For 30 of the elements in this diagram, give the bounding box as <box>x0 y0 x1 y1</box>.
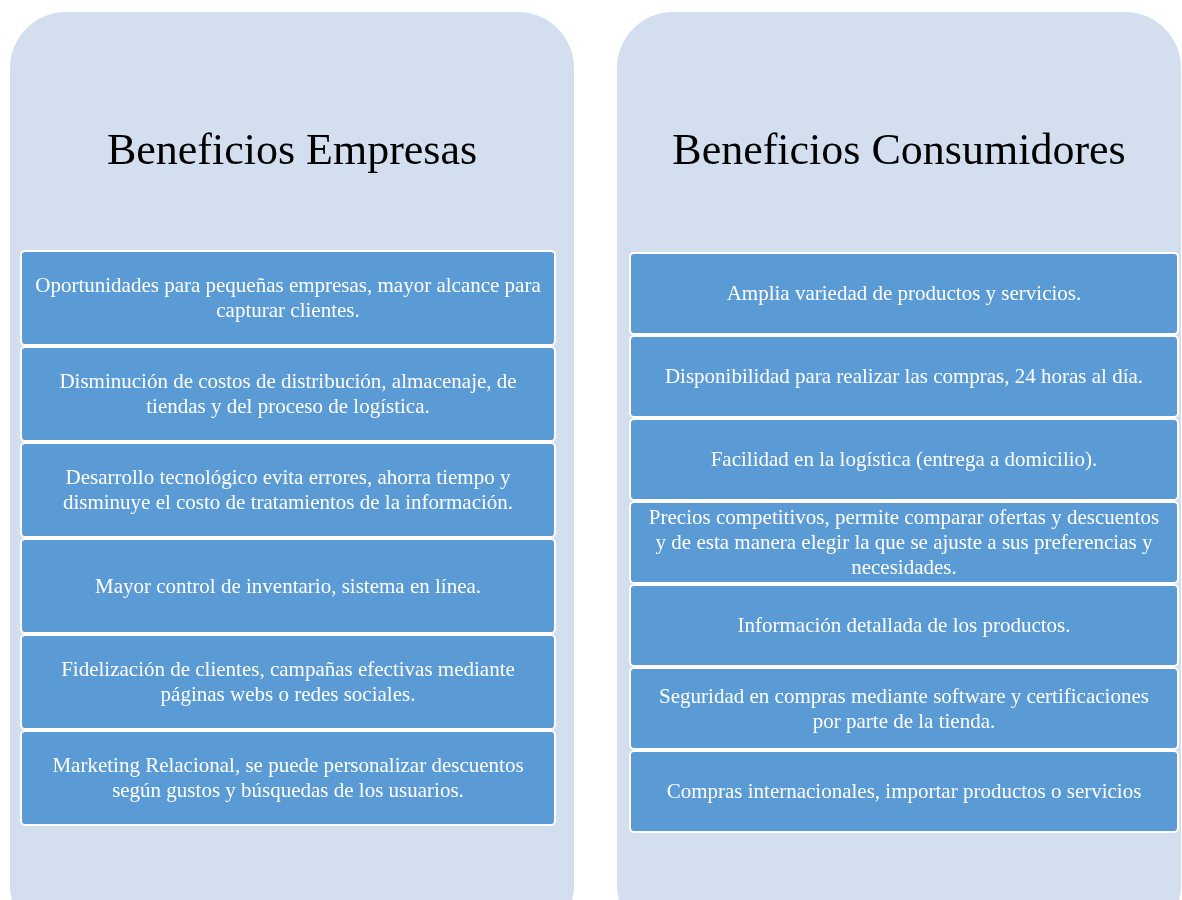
panel-heading: Beneficios Empresas <box>105 124 479 176</box>
benefit-box <box>629 667 1179 750</box>
benefit-box <box>20 634 556 730</box>
benefit-box <box>629 335 1179 418</box>
benefit-text: Seguridad en compras mediante software y certificaciones por parte de la tienda. <box>658 683 1150 734</box>
benefit-text: Oportunidades para pequeñas empresas, mayor alcance para capturar clientes. <box>34 273 542 323</box>
panel <box>10 12 574 900</box>
benefit-box <box>20 346 556 442</box>
benefit-text: Desarrollo tecnológico evita errores, ahorra tiempo y disminuye el costo de tratamientos de la información. <box>61 465 515 515</box>
panel-heading: Beneficios Consumidores <box>671 124 1127 176</box>
benefit-text: Mayor control de inventario, sistema en línea. <box>94 573 482 599</box>
benefit-box <box>20 538 556 634</box>
benefit-box <box>20 442 556 538</box>
benefit-text: Disponibilidad para realizar las compras, 24 horas al día. <box>664 364 1144 389</box>
benefit-box <box>20 250 556 346</box>
benefit-text: Amplia variedad de productos y servicios. <box>726 281 1082 306</box>
benefit-text: Fidelización de clientes, campañas efectivas mediante páginas webs o redes sociales. <box>60 657 516 707</box>
benefit-text: Marketing Relacional, se puede personalizar descuentos según gustos y búsquedas de los usuarios. <box>51 753 525 803</box>
benefit-box <box>629 750 1179 833</box>
benefit-text: Precios competitivos, permite comparar ofertas y descuentos y de esta manera elegir la que se ajuste a sus preferencias y necesidades. <box>647 505 1161 580</box>
benefit-box <box>629 418 1179 501</box>
benefit-box <box>629 584 1179 667</box>
benefit-text: Facilidad en la logística (entrega a domicilio). <box>710 447 1098 472</box>
panel <box>617 12 1181 900</box>
benefit-text: Información detallada de los productos. <box>737 613 1071 638</box>
benefit-text: Compras internacionales, importar productos o servicios <box>666 779 1142 804</box>
benefit-box <box>629 252 1179 335</box>
benefit-text: Disminución de costos de distribución, almacenaje, de tiendas y del proceso de logística. <box>58 369 518 419</box>
benefit-box <box>629 501 1179 584</box>
benefit-box <box>20 730 556 826</box>
